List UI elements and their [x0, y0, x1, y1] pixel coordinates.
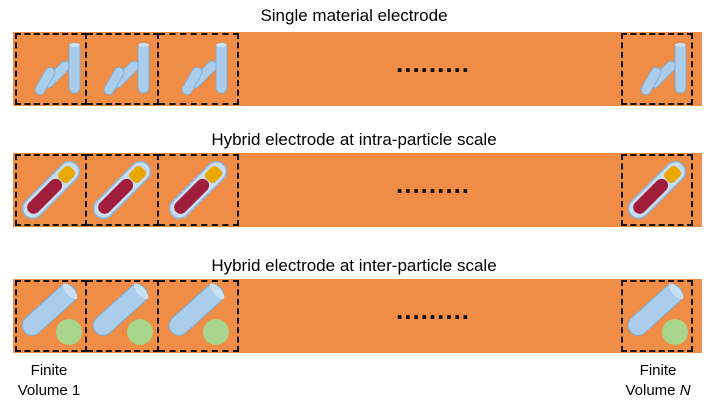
finite-volume-n-single: [621, 33, 693, 105]
finite-volume-1-inter: [15, 280, 87, 352]
rod-and-sphere-particles: [92, 283, 153, 345]
ellipsis-intra: .........: [396, 169, 471, 199]
particle-group-single: [640, 42, 687, 96]
particle-group-single: [103, 42, 150, 96]
row-title-intra: Hybrid electrode at intra-particle scale: [211, 130, 497, 149]
label-finite-volume-n: Finite Volume N: [612, 361, 704, 401]
label-last-n: N: [679, 382, 691, 399]
rod-and-sphere-particles: [21, 283, 82, 345]
row-title-inter: Hybrid electrode at inter-particle scale: [211, 256, 497, 275]
finite-volume-n-inter: [621, 280, 693, 352]
core-shell-particle: [92, 160, 152, 220]
label-last-line2: Volume N: [612, 381, 704, 401]
particle-group-single: [181, 42, 228, 96]
ellipsis-inter: .........: [396, 295, 471, 325]
core-shell-particle: [21, 160, 81, 220]
finite-volume-2-inter: [87, 280, 159, 352]
finite-volume-3-intra: [159, 154, 239, 226]
finite-volume-3-single: [159, 33, 239, 105]
finite-volume-2-intra: [87, 154, 159, 226]
particle-group-single: [34, 42, 81, 96]
finite-volume-1-intra: [15, 154, 87, 226]
row-title-single: Single material electrode: [260, 6, 448, 25]
label-finite-volume-1: Finite Volume 1: [14, 361, 84, 401]
finite-volume-n-intra: [621, 154, 693, 226]
rod-and-sphere-particles: [627, 283, 688, 345]
core-shell-particle: [168, 160, 228, 220]
rod-and-sphere-particles: [168, 283, 229, 345]
ellipsis-single: .........: [396, 48, 471, 78]
label-last-volume: Volume: [625, 382, 676, 399]
finite-volume-2-single: [87, 33, 159, 105]
core-shell-particle: [627, 160, 687, 220]
label-first-line2: Volume 1: [17, 382, 81, 399]
label-first-line1: Finite: [30, 362, 68, 379]
label-last-line1: Finite: [639, 362, 677, 379]
finite-volume-3-inter: [159, 280, 239, 352]
finite-volume-1-single: [15, 33, 87, 105]
